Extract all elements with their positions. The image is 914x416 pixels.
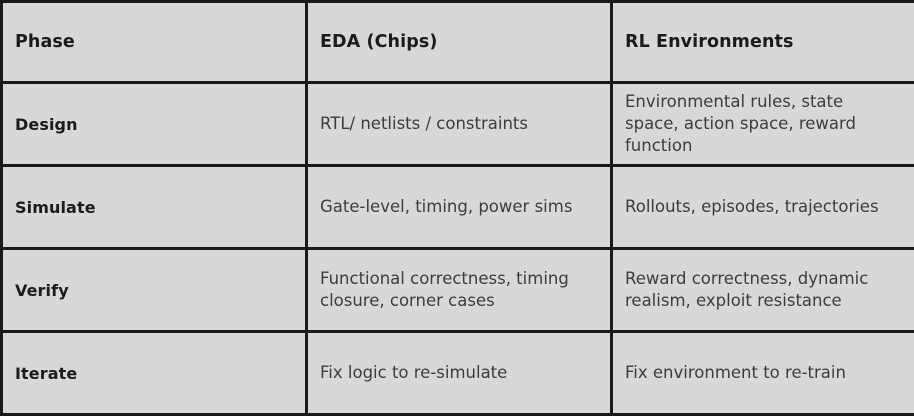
cell-iterate-rl: Fix environment to re-train — [612, 332, 914, 415]
column-header-phase: Phase — [2, 2, 307, 83]
cell-design-eda: RTL/ netlists / constraints — [307, 83, 612, 166]
cell-verify-eda: Functional correctness, timing closure, … — [307, 249, 612, 332]
table-row: Simulate Gate-level, timing, power sims … — [2, 166, 914, 249]
table-body: Design RTL/ netlists / constraints Envir… — [2, 83, 914, 415]
row-label-iterate: Iterate — [2, 332, 307, 415]
column-header-rl: RL Environments — [612, 2, 914, 83]
cell-text: Rollouts, episodes, trajectories — [625, 196, 902, 218]
cell-iterate-eda: Fix logic to re-simulate — [307, 332, 612, 415]
cell-text: RTL/ netlists / constraints — [320, 113, 598, 135]
cell-text: Functional correctness, timing closure, … — [320, 268, 598, 312]
row-label-design: Design — [2, 83, 307, 166]
cell-text: Fix environment to re-train — [625, 362, 902, 384]
cell-simulate-rl: Rollouts, episodes, trajectories — [612, 166, 914, 249]
table-header-row: Phase EDA (Chips) RL Environments — [2, 2, 914, 83]
cell-text: Environmental rules, state space, action… — [625, 91, 902, 157]
column-header-eda: EDA (Chips) — [307, 2, 612, 83]
row-label-simulate: Simulate — [2, 166, 307, 249]
cell-text: Fix logic to re-simulate — [320, 362, 598, 384]
cell-text: Gate-level, timing, power sims — [320, 196, 598, 218]
row-label-verify: Verify — [2, 249, 307, 332]
table-row: Verify Functional correctness, timing cl… — [2, 249, 914, 332]
cell-verify-rl: Reward correctness, dynamic realism, exp… — [612, 249, 914, 332]
table-header: Phase EDA (Chips) RL Environments — [2, 2, 914, 83]
cell-design-rl: Environmental rules, state space, action… — [612, 83, 914, 166]
table-row: Iterate Fix logic to re-simulate Fix env… — [2, 332, 914, 415]
cell-text: Reward correctness, dynamic realism, exp… — [625, 268, 902, 312]
table-row: Design RTL/ netlists / constraints Envir… — [2, 83, 914, 166]
cell-simulate-eda: Gate-level, timing, power sims — [307, 166, 612, 249]
